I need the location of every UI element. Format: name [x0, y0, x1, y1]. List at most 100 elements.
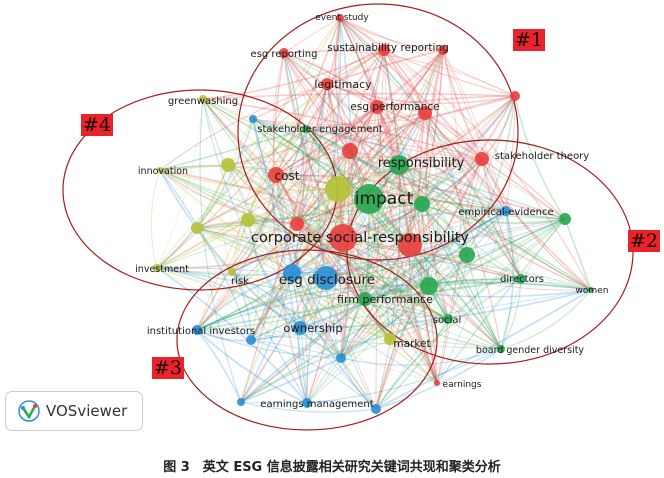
network-edge [240, 277, 327, 403]
node-cost[interactable] [268, 167, 284, 183]
node-empirical-evidence[interactable] [501, 206, 511, 216]
node-directors[interactable] [516, 274, 526, 284]
network-edge [325, 218, 566, 279]
network-edge [156, 203, 423, 269]
node-esg-reporting[interactable] [279, 48, 289, 58]
network-edge [275, 49, 444, 176]
node[interactable] [420, 277, 438, 295]
network-edge [156, 164, 229, 269]
network-edge [383, 49, 411, 246]
node-corporate-social-responsibility[interactable] [329, 224, 357, 252]
node[interactable] [342, 143, 358, 159]
node[interactable] [418, 106, 432, 120]
keyword-label: firm performance [337, 293, 433, 306]
network-edge [275, 174, 293, 274]
node[interactable] [191, 222, 203, 234]
network-edge [326, 83, 411, 246]
node-esg-disclosure[interactable] [314, 266, 338, 290]
network-edge [364, 218, 566, 300]
node-ownership[interactable] [293, 321, 307, 335]
node-board-gender-diversity[interactable] [497, 345, 505, 353]
node[interactable] [414, 196, 430, 212]
keyword-label: greenwashing [168, 96, 238, 107]
network-edge [368, 198, 566, 220]
network-edge [376, 106, 430, 287]
node[interactable] [438, 45, 448, 55]
network-edge [368, 198, 391, 340]
network-edge [156, 267, 293, 276]
node-social[interactable] [443, 314, 453, 324]
node[interactable] [336, 353, 346, 363]
network-edge [275, 83, 328, 176]
network-edge [272, 52, 285, 176]
node-investment[interactable] [153, 264, 161, 272]
network-edge [240, 401, 377, 413]
node-event-study[interactable] [336, 14, 344, 22]
network-edge [428, 95, 516, 287]
network-edge [296, 49, 385, 225]
network-edge [383, 49, 426, 114]
network-edge [376, 106, 522, 280]
network-edge [247, 219, 377, 410]
node[interactable] [325, 176, 351, 202]
node[interactable] [459, 247, 475, 263]
network-edge [339, 17, 353, 359]
node[interactable] [559, 213, 571, 225]
node[interactable] [510, 91, 520, 101]
node-impact[interactable] [354, 184, 384, 214]
node-risk[interactable] [228, 268, 236, 276]
node[interactable] [249, 115, 257, 123]
node[interactable] [290, 217, 304, 231]
network-edge [196, 227, 342, 359]
node-stakeholder-engagement[interactable] [302, 125, 310, 133]
node-earnings-management[interactable] [302, 398, 312, 408]
network-edge [299, 218, 566, 329]
network-edge [250, 237, 344, 341]
node[interactable] [241, 213, 255, 227]
keyword-label: empirical-evidence [458, 207, 553, 218]
node-market[interactable] [384, 333, 396, 345]
node-firm-performance[interactable] [358, 292, 372, 306]
network-edge [325, 158, 483, 279]
network-edge [305, 128, 366, 300]
node-sustainability-reporting[interactable] [378, 44, 390, 56]
network-edge [305, 112, 426, 130]
node-responsibility[interactable] [389, 155, 409, 175]
node-esg-performance[interactable] [370, 100, 384, 114]
node[interactable] [237, 398, 245, 406]
node-women[interactable] [588, 287, 594, 293]
network-edge [250, 278, 522, 341]
network-edge [342, 237, 592, 291]
node-greenwashing[interactable] [199, 95, 207, 103]
network-edge [202, 98, 293, 274]
network-edge [247, 219, 342, 359]
node[interactable] [246, 335, 256, 345]
node-earnings[interactable] [434, 380, 440, 386]
network-edge [159, 83, 328, 171]
network-edge [240, 285, 430, 403]
node[interactable] [221, 158, 235, 172]
network-edge [383, 49, 507, 212]
network-edge [275, 17, 341, 176]
network-edge [196, 281, 592, 331]
network-edge [240, 357, 342, 403]
node-institutional-investors[interactable] [192, 325, 202, 335]
network-edge [156, 128, 307, 269]
node-stakeholder-theory[interactable] [475, 152, 489, 166]
node[interactable] [398, 233, 422, 257]
keyword-label: legitimacy [314, 78, 372, 91]
node[interactable] [371, 404, 381, 414]
network-edge [250, 339, 342, 359]
network-edge [202, 98, 566, 220]
node-legitimacy[interactable] [321, 78, 333, 90]
network-edge [159, 169, 252, 341]
network-edge [375, 210, 507, 410]
keyword-label: esg performance [350, 101, 439, 113]
node[interactable] [283, 264, 301, 282]
network-edge [305, 128, 423, 205]
network-edge [409, 218, 566, 246]
network-edge [442, 49, 522, 280]
node-innovation[interactable] [157, 167, 163, 173]
network-edge [156, 267, 327, 279]
network-edge [283, 17, 341, 54]
